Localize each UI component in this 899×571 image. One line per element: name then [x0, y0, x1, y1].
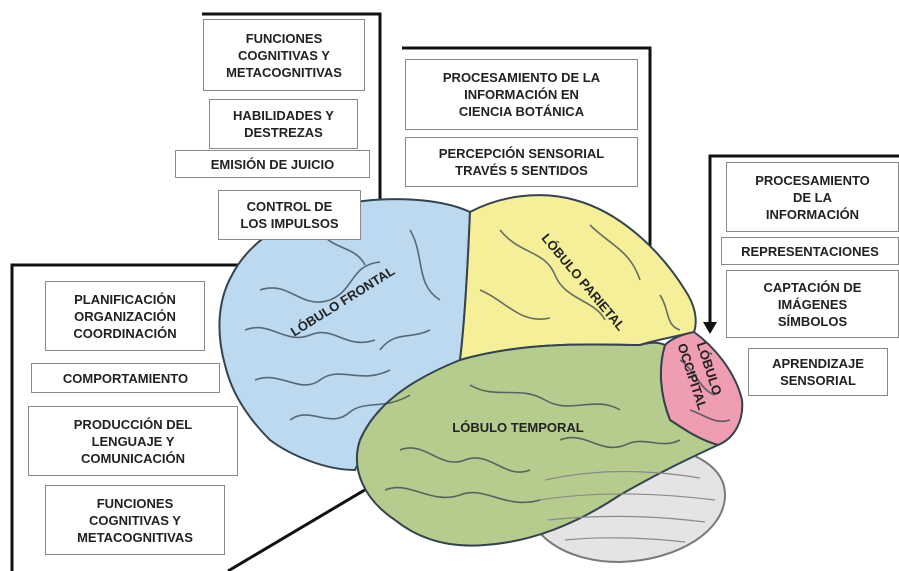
occipital-arrow-head — [703, 322, 717, 334]
judgment-box: EMISIÓN DE JUICIO — [175, 150, 370, 178]
frontal-functions-box: FUNCIONES COGNITIVAS Y METACOGNITIVAS — [203, 19, 365, 91]
botany-processing-box: PROCESAMIENTO DE LA INFORMACIÓN EN CIENC… — [405, 59, 638, 130]
planning-box: PLANIFICACIÓN ORGANIZACIÓN COORDINACIÓN — [45, 281, 205, 351]
temporal-lobe-label: LÓBULO TEMPORAL — [452, 420, 583, 435]
language-box: PRODUCCIÓN DEL LENGUAJE Y COMUNICACIÓN — [28, 406, 238, 476]
info-processing-box: PROCESAMIENTO DE LA INFORMACIÓN — [726, 162, 899, 232]
sensory-perception-box: PERCEPCIÓN SENSORIAL TRAVÉS 5 SENTIDOS — [405, 137, 638, 187]
impulse-control-box: CONTROL DE LOS IMPULSOS — [218, 190, 361, 240]
behavior-box: COMPORTAMIENTO — [31, 363, 220, 393]
representations-box: REPRESENTACIONES — [721, 237, 899, 265]
skills-box: HABILIDADES Y DESTREZAS — [209, 99, 358, 149]
sensory-learning-box: APRENDIZAJE SENSORIAL — [748, 348, 888, 396]
brain — [219, 195, 742, 562]
cognitive-functions-box: FUNCIONES COGNITIVAS Y METACOGNITIVAS — [45, 485, 225, 555]
image-capture-box: CAPTACIÓN DE IMÁGENES SÍMBOLOS — [726, 270, 899, 338]
